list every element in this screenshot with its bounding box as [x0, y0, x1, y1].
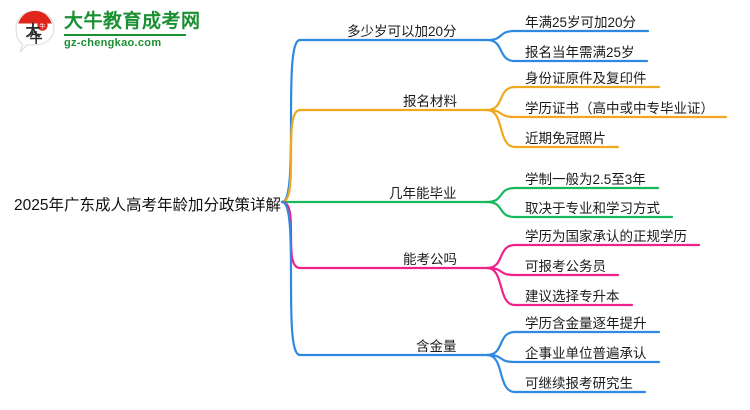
logo-divider [64, 34, 186, 36]
leaf-label-4-0[interactable]: 学历含金量逐年提升 [525, 316, 647, 331]
leaf-label-3-2[interactable]: 建议选择专升本 [525, 289, 620, 304]
svg-text:牛: 牛 [39, 22, 45, 30]
site-logo: 牛 大 牛 大牛教育成考网 gz-chengkao.com [12, 6, 200, 56]
leaf-label-4-2[interactable]: 可继续报考研究生 [525, 376, 633, 391]
leaf-label-3-0[interactable]: 学历为国家承认的正规学历 [525, 229, 687, 244]
branch-label-0[interactable]: 多少岁可以加20分 [347, 24, 457, 39]
svg-text:牛: 牛 [29, 31, 42, 46]
leaf-label-4-1[interactable]: 企事业单位普遍承认 [525, 346, 647, 361]
leaf-label-1-0[interactable]: 身份证原件及复印件 [525, 71, 647, 86]
leaf-label-2-1[interactable]: 取决于专业和学习方式 [525, 201, 660, 216]
branch-label-2[interactable]: 几年能毕业 [389, 186, 457, 201]
branch-label-3[interactable]: 能考公吗 [403, 252, 457, 267]
logo-subtitle: gz-chengkao.com [64, 37, 162, 49]
logo-title: 大牛教育成考网 [64, 11, 201, 32]
leaf-label-0-1[interactable]: 报名当年需满25岁 [525, 45, 635, 60]
logo-wordmark: 大牛教育成考网 gz-chengkao.com [64, 11, 201, 50]
leaf-label-1-1[interactable]: 学历证书（高中或中专毕业证） [525, 101, 714, 116]
mindmap-root-label: 2025年广东成人高考年龄加分政策详解 [14, 197, 281, 214]
leaf-label-3-1[interactable]: 可报考公务员 [525, 259, 606, 274]
svg-text:大: 大 [25, 22, 40, 40]
leaf-label-2-0[interactable]: 学制一般为2.5至3年 [525, 172, 646, 187]
branch-label-4[interactable]: 含金量 [416, 339, 457, 354]
leaf-label-1-2[interactable]: 近期免冠照片 [525, 131, 606, 146]
branch-label-1[interactable]: 报名材料 [403, 94, 457, 109]
bull-speech-bubble-icon: 牛 大 牛 [15, 10, 55, 54]
leaf-label-0-0[interactable]: 年满25岁可加20分 [525, 15, 637, 30]
